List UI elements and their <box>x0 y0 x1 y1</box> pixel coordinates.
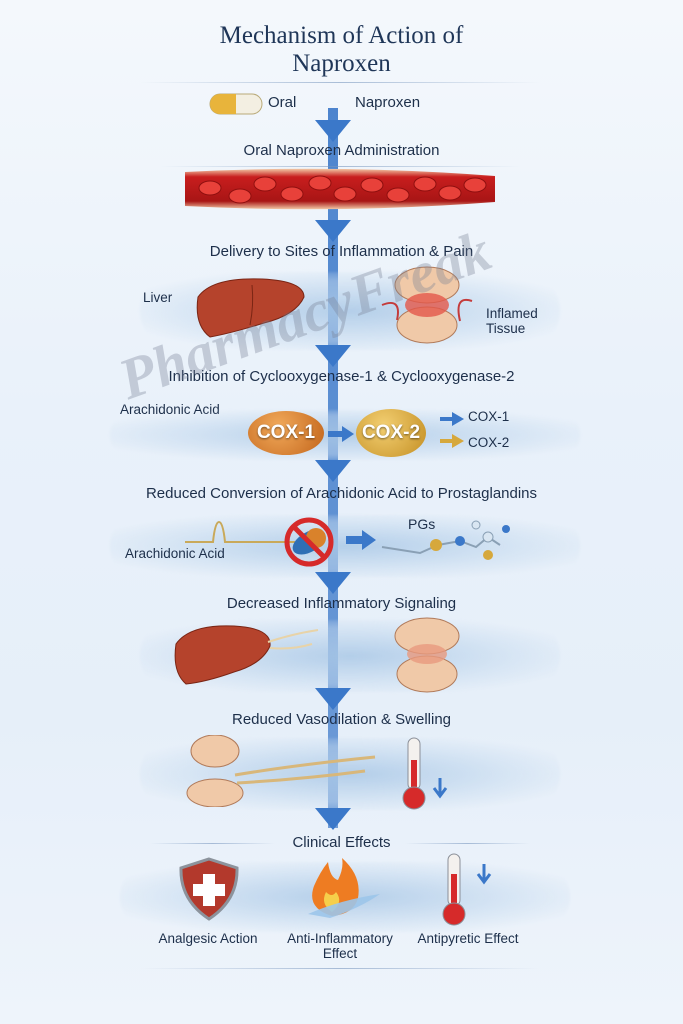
arrow-right-icon <box>346 530 376 550</box>
title-line-2: Naproxen <box>292 50 391 77</box>
effect-label-line-1: Antipyretic Effect <box>417 931 519 946</box>
inflamed-tissue-label: Inflamed Tissue <box>486 306 538 336</box>
cox2-enzyme: COX-2 <box>356 409 426 457</box>
effect-anti-inflammatory: Anti-Inflammatory Effect <box>270 931 410 961</box>
prostaglandin-molecule-icon <box>381 520 510 560</box>
tissue-label-line-2: Tissue <box>486 321 526 336</box>
blood-vessel-illustration <box>185 168 495 210</box>
oral-label: Oral <box>268 94 297 111</box>
arachidonic-chain-icon <box>185 520 295 543</box>
arrow-down-icon <box>315 220 351 242</box>
arrow-down-icon <box>315 120 351 142</box>
cox1-enzyme: COX-1 <box>248 411 324 455</box>
arrow-down-icon <box>315 808 351 830</box>
shield-cross-icon <box>179 857 239 921</box>
effect-label-line-1: Analgesic Action <box>158 931 258 946</box>
effect-analgesic: Analgesic Action <box>140 931 276 946</box>
pgs-label: PGs <box>408 516 436 532</box>
step-reduced-vasodilation: Reduced Vasodilation & Swelling <box>231 711 452 728</box>
page-title: Mechanism of Action of Naproxen <box>0 22 683 78</box>
liver-icon <box>174 625 319 685</box>
thermometer-icon <box>442 853 492 926</box>
illustration-band <box>110 515 580 577</box>
arrow-right-icon <box>328 426 354 442</box>
legend-cox2: COX-2 <box>468 435 510 450</box>
title-divider <box>140 82 540 83</box>
conversion-source-label: Arachidonic Acid <box>125 546 225 561</box>
pill-icon <box>209 93 263 115</box>
effect-label-line-1: Anti-Inflammatory <box>287 931 393 946</box>
legend-cox1: COX-1 <box>468 409 510 424</box>
step-clinical-effects: Clinical Effects <box>292 834 391 851</box>
arrow-down-icon <box>315 688 351 710</box>
thermometer-icon <box>402 737 448 810</box>
effect-label-line-2: Effect <box>322 946 358 961</box>
naproxen-label: Naproxen <box>355 94 421 111</box>
tissue-label-line-1: Inflamed <box>486 306 538 321</box>
inhibition-icon <box>284 517 334 567</box>
bottom-divider <box>140 968 540 969</box>
step-divider <box>160 166 520 167</box>
arrow-down-icon <box>315 572 351 594</box>
step-reduced-conversion: Reduced Conversion of Arachidonic Acid t… <box>145 485 538 502</box>
step-administration: Oral Naproxen Administration <box>243 142 440 159</box>
step-cox-inhibition: Inhibition of Cyclooxygenase-1 & Cycloox… <box>168 368 515 385</box>
arrow-right-icon <box>440 412 464 426</box>
flame-water-icon <box>308 858 380 918</box>
liver-icon <box>196 278 305 338</box>
effect-antipyretic: Antipyretic Effect <box>400 931 536 946</box>
arrow-down-icon <box>315 460 351 482</box>
arrow-down-icon <box>315 345 351 367</box>
liver-label: Liver <box>143 290 173 305</box>
step-divider <box>405 843 530 844</box>
arrow-right-icon <box>440 434 464 448</box>
title-line-1: Mechanism of Action of <box>219 22 464 49</box>
joint-vessel-icon <box>186 735 376 807</box>
inflamed-joint-icon <box>381 266 473 344</box>
step-delivery: Delivery to Sites of Inflammation & Pain <box>209 243 474 260</box>
step-decreased-signaling: Decreased Inflammatory Signaling <box>226 595 457 612</box>
joint-icon <box>394 617 460 693</box>
step-divider <box>150 843 275 844</box>
